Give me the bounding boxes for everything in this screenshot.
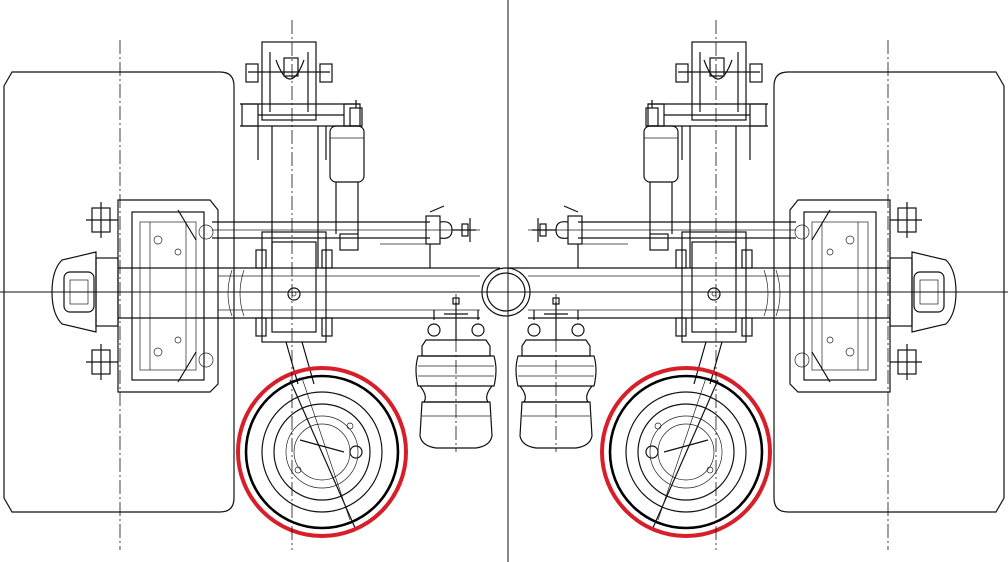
axle-left-half (2, 38, 502, 552)
highlight-ring-left (236, 366, 408, 538)
highlight-ring-right (600, 366, 772, 538)
axle-right-half (506, 38, 1006, 552)
